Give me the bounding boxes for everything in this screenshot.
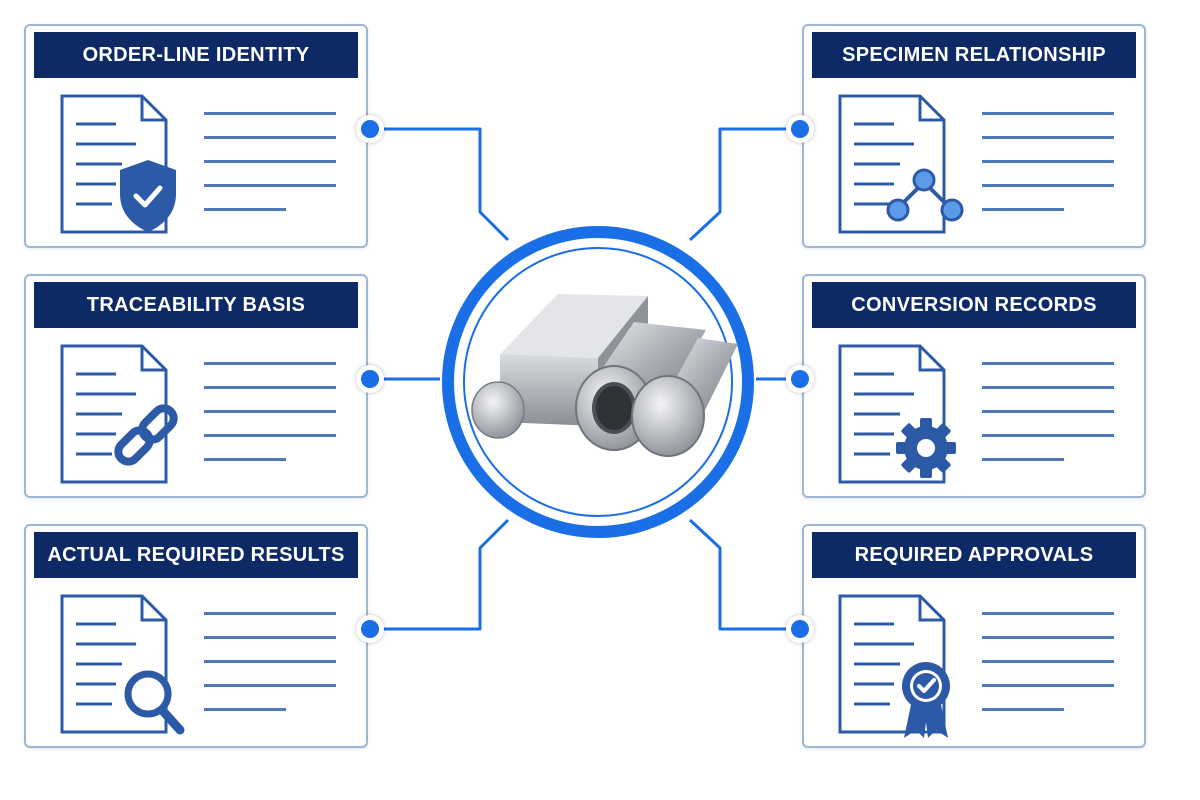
card-order-line-identity[interactable]: ORDER-LINE IDENTITY (24, 24, 368, 248)
connector-dot-order-line-identity (356, 115, 384, 143)
connector-dot-specimen-relationship (786, 115, 814, 143)
card-conversion-records[interactable]: CONVERSION RECORDS (802, 274, 1146, 498)
connector-order-line-identity (370, 127, 510, 242)
center-hub (438, 226, 758, 546)
card-traceability-basis[interactable]: TRACEABILITY BASIS (24, 274, 368, 498)
link-chain-icon (60, 344, 178, 484)
magnifier-icon (60, 594, 185, 735)
gear-icon (838, 344, 956, 484)
card-title: SPECIMEN RELATIONSHIP (812, 32, 1136, 78)
placeholder-text-lines (982, 112, 1114, 242)
placeholder-text-lines (204, 362, 336, 492)
connector-dot-required-approvals (786, 615, 814, 643)
award-badge-icon (838, 594, 950, 738)
connector-dot-actual-required-results (356, 615, 384, 643)
shield-check-icon (60, 94, 176, 234)
placeholder-text-lines (204, 612, 336, 742)
connector-dot-conversion-records (786, 365, 814, 393)
placeholder-text-lines (204, 112, 336, 242)
connector-actual-required-results (370, 518, 510, 631)
card-required-approvals[interactable]: REQUIRED APPROVALS (802, 524, 1146, 748)
card-title: TRACEABILITY BASIS (34, 282, 358, 328)
card-title: ACTUAL REQUIRED RESULTS (34, 532, 358, 578)
card-specimen-relationship[interactable]: SPECIMEN RELATIONSHIP (802, 24, 1146, 248)
placeholder-text-lines (982, 362, 1114, 492)
card-title: ORDER-LINE IDENTITY (34, 32, 358, 78)
connector-required-approvals (688, 518, 800, 631)
steel-bars-pipe-image (442, 226, 754, 538)
card-title: CONVERSION RECORDS (812, 282, 1136, 328)
card-actual-required-results[interactable]: ACTUAL REQUIRED RESULTS (24, 524, 368, 748)
connector-specimen-relationship (688, 127, 800, 242)
node-graph-icon (838, 94, 964, 234)
card-title: REQUIRED APPROVALS (812, 532, 1136, 578)
placeholder-text-lines (982, 612, 1114, 742)
connector-dot-traceability-basis (356, 365, 384, 393)
